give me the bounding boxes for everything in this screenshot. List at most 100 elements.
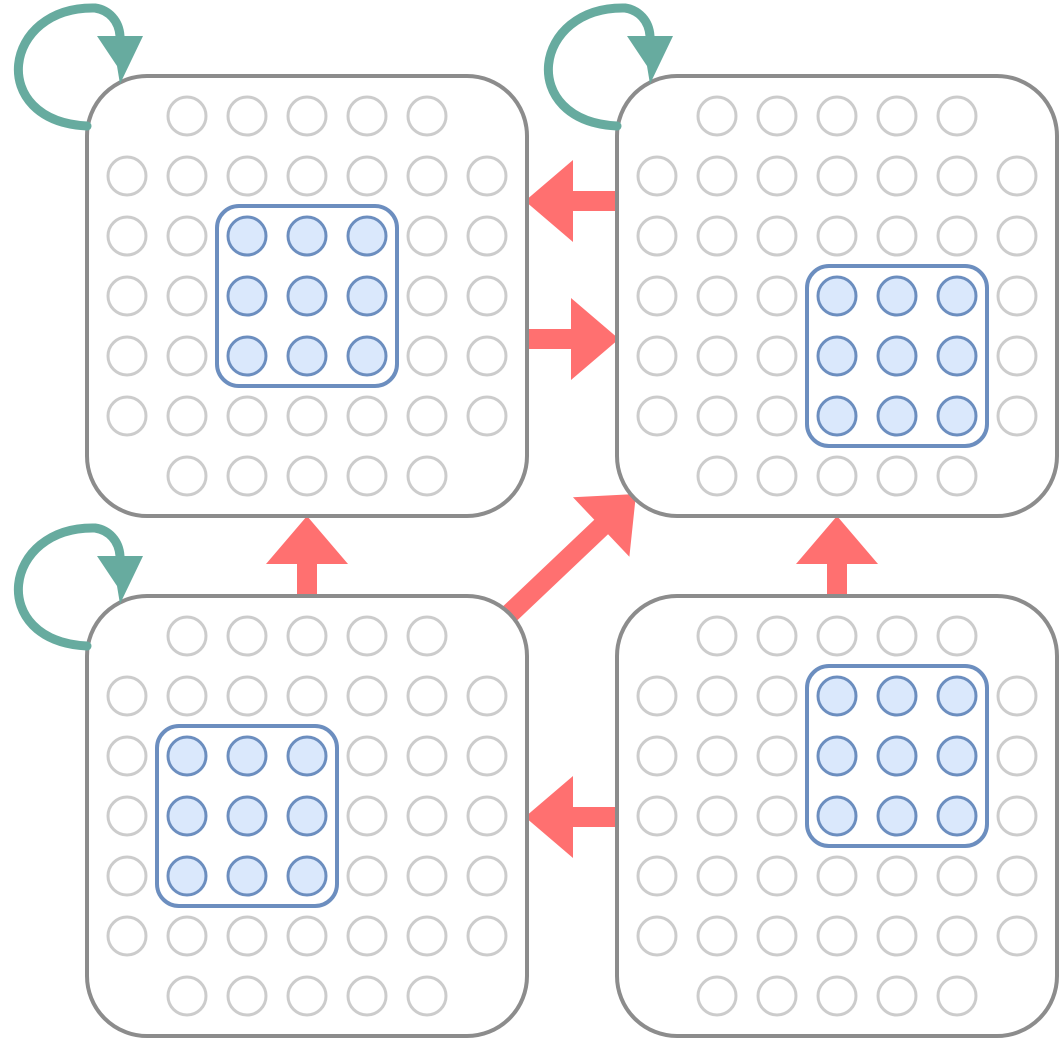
empty-cell	[696, 455, 738, 497]
empty-cell	[696, 855, 738, 897]
empty-cell	[346, 395, 388, 437]
highlighted-cell	[286, 335, 328, 377]
highlighted-cell	[226, 215, 268, 257]
empty-cell	[166, 215, 208, 257]
highlighted-cell	[816, 275, 858, 317]
empty-cell	[406, 95, 448, 137]
transition-arrows	[266, 160, 878, 858]
empty-cell	[466, 735, 508, 777]
self-loop-arrow	[14, 3, 125, 131]
empty-cell	[166, 275, 208, 317]
empty-cell	[696, 615, 738, 657]
highlighted-cell	[876, 675, 918, 717]
highlighted-cell	[936, 335, 978, 377]
empty-cell	[816, 155, 858, 197]
empty-cell	[816, 855, 858, 897]
empty-cell	[696, 975, 738, 1017]
highlighted-cell	[286, 735, 328, 777]
empty-cell	[996, 855, 1038, 897]
empty-cell	[756, 275, 798, 317]
arrow-top-right-to-top-left	[525, 160, 619, 242]
empty-cell	[996, 735, 1038, 777]
highlighted-cell	[346, 215, 388, 257]
empty-cell	[346, 735, 388, 777]
empty-cell	[756, 855, 798, 897]
empty-cell	[226, 915, 268, 957]
empty-cell	[756, 615, 798, 657]
empty-cell	[166, 155, 208, 197]
highlighted-cell	[226, 735, 268, 777]
empty-cell	[756, 215, 798, 257]
empty-cell	[166, 915, 208, 957]
highlighted-cell	[286, 795, 328, 837]
highlighted-cell	[936, 675, 978, 717]
empty-cell	[346, 975, 388, 1017]
empty-cell	[996, 675, 1038, 717]
panel-top-right	[615, 74, 1059, 518]
empty-cell	[636, 275, 678, 317]
highlighted-cell	[166, 735, 208, 777]
empty-cell	[406, 915, 448, 957]
highlighted-cell	[816, 395, 858, 437]
empty-cell	[226, 155, 268, 197]
arrow-bottom-left-to-top-left	[266, 516, 348, 598]
state-panels	[85, 74, 1059, 1038]
empty-cell	[106, 155, 148, 197]
arrow-top-left-to-top-right	[527, 298, 619, 380]
empty-cell	[226, 975, 268, 1017]
empty-cell	[636, 215, 678, 257]
empty-cell	[466, 675, 508, 717]
empty-cell	[406, 215, 448, 257]
empty-cell	[696, 215, 738, 257]
empty-cell	[696, 395, 738, 437]
empty-cell	[636, 915, 678, 957]
empty-cell	[756, 735, 798, 777]
self-loop-arrow	[544, 3, 655, 131]
highlighted-cell	[816, 735, 858, 777]
empty-cell	[406, 675, 448, 717]
empty-cell	[406, 735, 448, 777]
highlighted-cell	[816, 795, 858, 837]
empty-cell	[226, 615, 268, 657]
empty-cell	[286, 155, 328, 197]
empty-cell	[226, 675, 268, 717]
highlighted-cell	[936, 275, 978, 317]
empty-cell	[106, 335, 148, 377]
highlighted-cell	[816, 675, 858, 717]
empty-cell	[636, 675, 678, 717]
empty-cell	[286, 455, 328, 497]
empty-cell	[876, 615, 918, 657]
empty-cell	[696, 95, 738, 137]
highlighted-cell	[346, 335, 388, 377]
empty-cell	[166, 675, 208, 717]
arrow-bottom-right-to-bottom-left	[525, 776, 619, 858]
empty-cell	[936, 95, 978, 137]
highlighted-cell	[876, 735, 918, 777]
empty-cell	[996, 215, 1038, 257]
empty-cell	[346, 155, 388, 197]
empty-cell	[226, 395, 268, 437]
empty-cell	[756, 155, 798, 197]
empty-cell	[406, 155, 448, 197]
highlighted-cell	[816, 335, 858, 377]
empty-cell	[106, 915, 148, 957]
empty-cell	[466, 275, 508, 317]
empty-cell	[346, 915, 388, 957]
empty-cell	[756, 795, 798, 837]
empty-cell	[166, 615, 208, 657]
empty-cell	[106, 735, 148, 777]
highlighted-cell	[876, 275, 918, 317]
empty-cell	[936, 455, 978, 497]
self-loop-arrowhead	[97, 556, 143, 604]
highlighted-cell	[226, 275, 268, 317]
self-loop-arrowhead	[627, 36, 673, 84]
highlighted-cell	[286, 215, 328, 257]
empty-cell	[876, 215, 918, 257]
highlighted-cell	[936, 795, 978, 837]
empty-cell	[756, 675, 798, 717]
empty-cell	[876, 915, 918, 957]
highlighted-cell	[166, 855, 208, 897]
empty-cell	[466, 395, 508, 437]
empty-cell	[166, 335, 208, 377]
